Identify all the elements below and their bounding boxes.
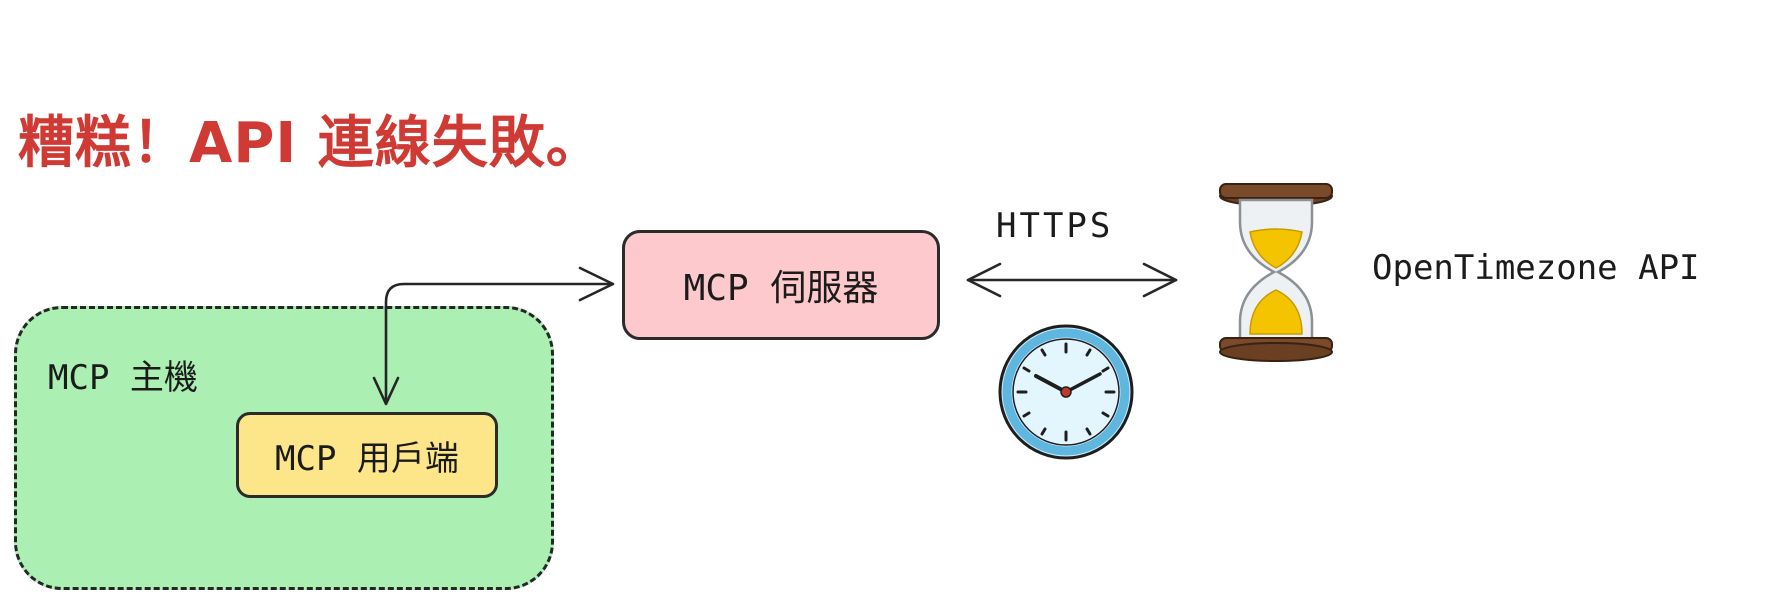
error-title: 糟糕！API 連線失敗。 bbox=[18, 111, 603, 176]
mcp-client-box: MCP 用戶端 bbox=[236, 412, 498, 498]
mcp-server-box: MCP 伺服器 bbox=[622, 230, 940, 340]
https-double-arrow bbox=[966, 262, 1178, 298]
opentimezone-api-label: OpenTimezone API bbox=[1372, 248, 1700, 288]
https-arrowhead-right bbox=[1142, 262, 1178, 298]
mcp-server-label: MCP 伺服器 bbox=[683, 268, 879, 309]
mcp-client-label: MCP 用戶端 bbox=[275, 438, 459, 479]
clock-icon bbox=[998, 324, 1134, 460]
arrowhead-right bbox=[578, 266, 615, 302]
mcp-host-label: MCP 主機 bbox=[48, 358, 198, 398]
https-arrowhead-left bbox=[966, 262, 1002, 298]
hourglass-icon bbox=[1219, 183, 1333, 362]
https-label: HTTPS bbox=[996, 206, 1114, 246]
